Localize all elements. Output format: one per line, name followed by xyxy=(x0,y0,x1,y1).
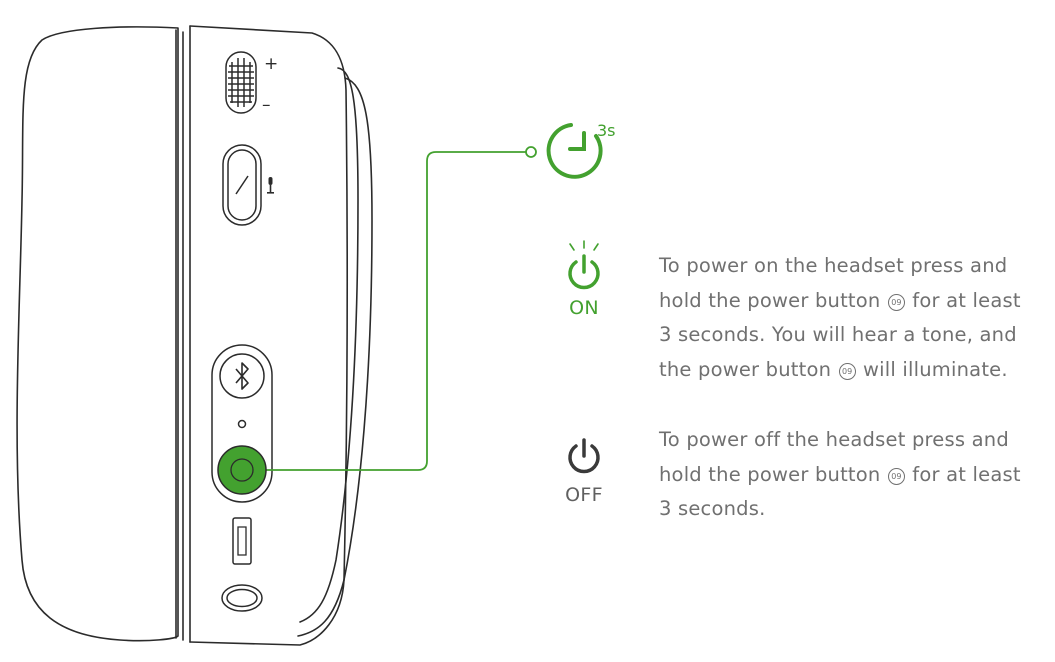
power-on-icon xyxy=(568,254,600,290)
power-off-text-part1: To power off the headset press and hold … xyxy=(659,428,1009,486)
control-panel xyxy=(211,344,273,503)
power-on-text-part3: will illuminate. xyxy=(863,357,1008,381)
ear-cushion xyxy=(16,26,179,642)
mute-button-icon xyxy=(222,144,262,226)
power-off-text-part2: for at least 3 seconds. xyxy=(659,462,1021,521)
volume-minus-label: – xyxy=(262,95,271,115)
power-on-text-part2: for at least 3 seconds. You will hear a … xyxy=(659,288,1021,381)
power-button-ref-badge: 09 xyxy=(838,362,856,380)
micro-usb-port-icon xyxy=(232,517,252,565)
power-on-text-part1: To power on the headset press and hold t… xyxy=(659,254,1008,312)
timer-icon xyxy=(546,123,603,179)
volume-wheel-icon xyxy=(225,51,257,114)
bluetooth-button xyxy=(219,353,265,399)
power-off-icon xyxy=(568,438,600,474)
headset-housing xyxy=(189,25,349,646)
connector-end-dot xyxy=(525,146,537,158)
microphone-icon xyxy=(267,177,274,194)
timer-label: 3s xyxy=(597,121,616,140)
connector-line xyxy=(262,151,526,471)
audio-jack-icon xyxy=(221,584,263,612)
power-on-label: ON xyxy=(569,297,599,319)
power-on-instructions: To power on the headset press and hold t… xyxy=(659,249,1039,387)
power-button-ref-badge: 09 xyxy=(887,467,905,485)
power-button-icon xyxy=(217,445,267,495)
power-led-dot xyxy=(237,419,247,429)
volume-plus-label: + xyxy=(264,54,278,74)
bluetooth-icon xyxy=(235,362,249,390)
outer-cup-ring xyxy=(297,77,373,637)
illumination-rays xyxy=(569,240,599,251)
power-off-label: OFF xyxy=(565,484,603,506)
outer-cup-ring xyxy=(299,67,359,623)
power-button-ref-badge: 09 xyxy=(887,293,905,311)
power-off-instructions: To power off the headset press and hold … xyxy=(659,423,1029,527)
